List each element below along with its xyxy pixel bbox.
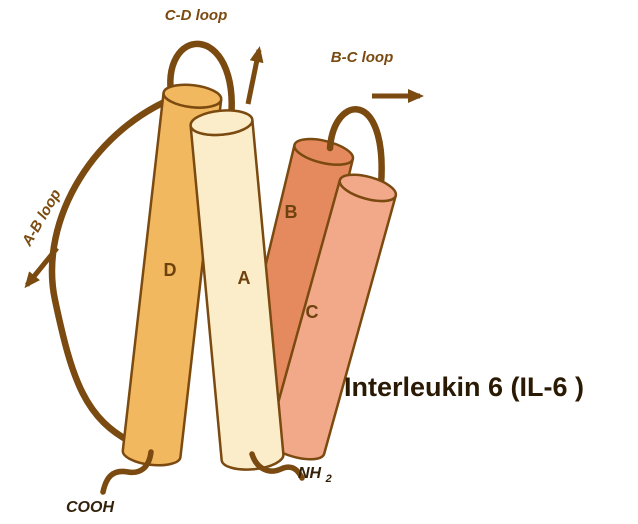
a-b-loop-down-arrow-icon [24,246,59,289]
c-d-loop-path [167,40,235,124]
helix-a-cap [189,109,254,137]
a-b-loop-path [48,90,188,448]
diagram-shapes [24,40,424,495]
n-terminus-subscript: 2 [325,473,332,485]
helix-b-cap [293,137,355,166]
helix-c-cap [338,173,398,203]
helix-a [189,109,285,471]
helix-a-label: A [238,268,251,288]
helix-c-label: C [306,302,319,322]
n-terminus-label: NH 2 [298,465,332,485]
c-d-loop-label: C-D loop [165,7,227,24]
helix-b-label: B [285,202,298,222]
c-terminus-tail [100,449,154,495]
b-c-loop-label: B-C loop [331,49,393,66]
helix-d-label: D [164,260,177,280]
helix-d-cap [162,83,223,109]
n-terminus-text: NH [298,465,322,482]
c-terminus-label: COOH [66,499,114,516]
n-terminus-tail [249,451,305,481]
c-d-loop-up-arrow-icon [245,46,264,105]
diagram-title: Interleukin 6 (IL-6 ) [344,372,584,402]
b-c-loop-path [326,106,385,189]
